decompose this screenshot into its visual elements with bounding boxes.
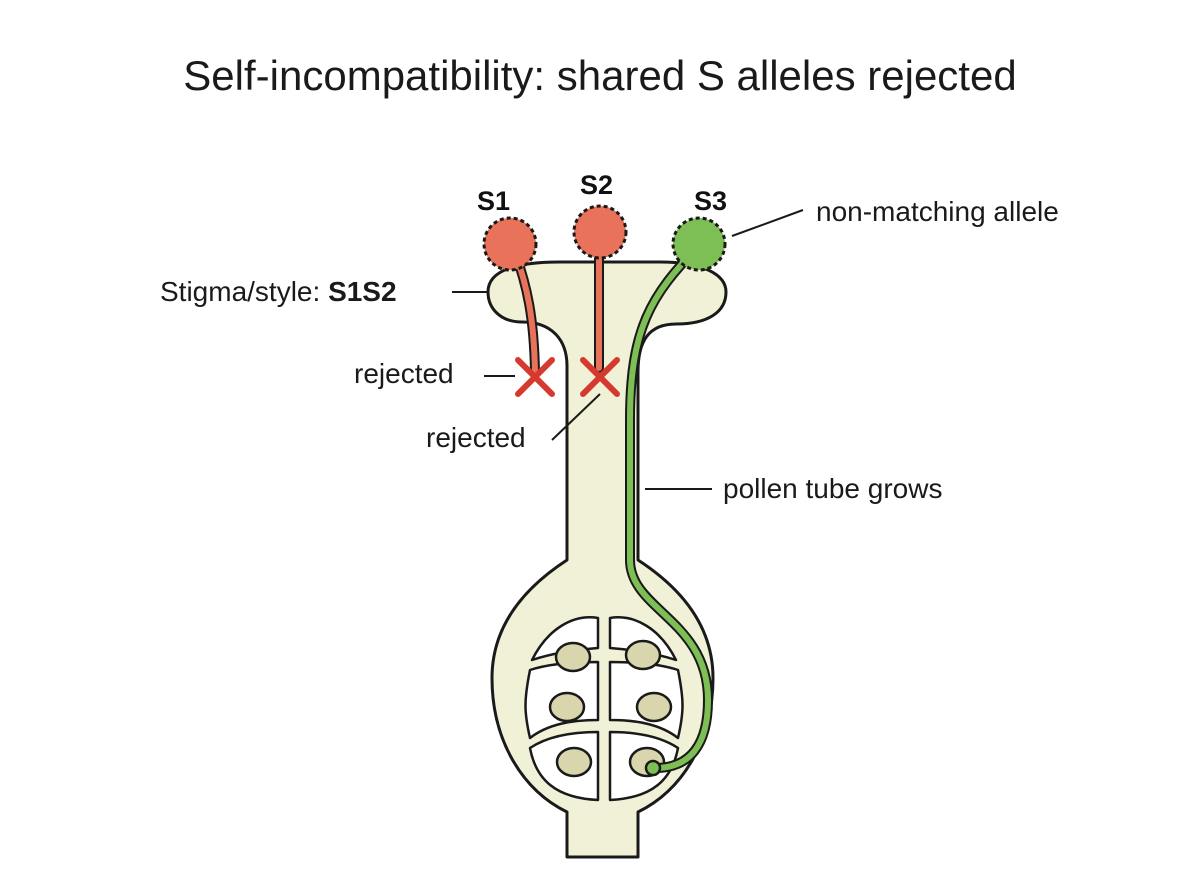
diagram-title: Self-incompatibility: shared S alleles r… (183, 52, 1017, 99)
allele-label-s1: S1 (477, 186, 511, 216)
allele-label-s3: S3 (694, 186, 728, 216)
allele-label-s2: S2 (580, 170, 614, 200)
ovule (555, 746, 593, 778)
reject-mark-s2 (580, 357, 620, 397)
stigma-genotype: S1S2 (328, 276, 397, 307)
stigma-label-prefix: Stigma/style: (160, 276, 329, 307)
stigma-label: Stigma/style: S1S2 (160, 276, 397, 308)
pollen-tube-label: pollen tube grows (723, 473, 943, 504)
rejected-label-2: rejected (426, 422, 526, 453)
rejected-label-1: rejected (354, 358, 454, 389)
leader-lines (452, 209, 804, 490)
ovule (554, 641, 592, 673)
reject-mark-s1 (515, 357, 555, 397)
pistil-body (486, 260, 728, 859)
non-matching-label: non-matching allele (816, 196, 1059, 227)
pollen-grain-s3 (671, 216, 727, 272)
pollen-grain-s1 (482, 216, 538, 272)
tube-tip-s3 (644, 759, 662, 777)
ovule (624, 639, 662, 671)
ovule (548, 691, 586, 723)
ovules (548, 639, 673, 778)
ovule (635, 691, 673, 723)
pollen-grain-s2 (572, 204, 628, 260)
